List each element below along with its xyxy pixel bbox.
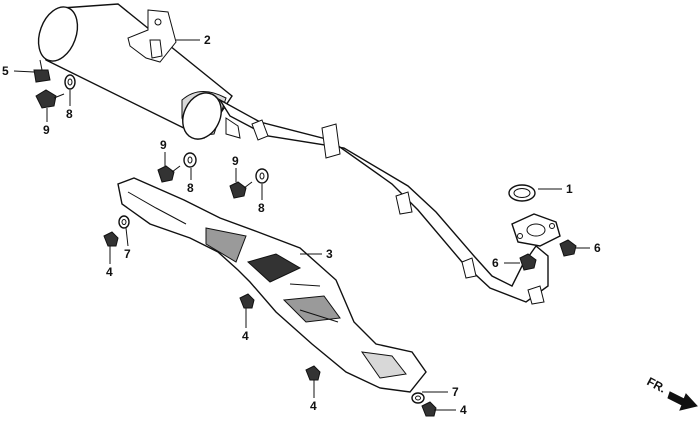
callout-4-left: 4 (106, 265, 113, 279)
callout-9-right: 9 (232, 154, 239, 168)
washer-8-muffler-icon (64, 74, 76, 90)
bolt-9-muffler-icon (35, 89, 65, 109)
callout-8-left: 8 (187, 181, 194, 195)
direction-label: FR. (645, 374, 669, 395)
bolt-9-right-icon (229, 181, 253, 199)
heat-protector (117, 177, 427, 393)
nut-6-right-icon (559, 239, 577, 257)
washer-7-left-icon (118, 215, 130, 229)
bolt-5-icon (33, 59, 51, 83)
callouts: 1 2 3 5 9 8 9 8 9 8 4 7 4 4 7 4 6 6 (2, 33, 601, 417)
callout-8-muffler: 8 (66, 107, 73, 121)
bolt-4-bottom-right-icon (421, 401, 437, 417)
front-arrow-icon (667, 391, 698, 411)
exhaust-pipe (217, 98, 561, 305)
leader-lines (13, 39, 590, 411)
bolt-4-bottom-icon (305, 365, 321, 381)
callout-3: 3 (326, 247, 333, 261)
callout-9-muffler: 9 (43, 123, 50, 137)
callout-9-left: 9 (160, 138, 167, 152)
callout-4-middle: 4 (242, 329, 249, 343)
callout-7-bottom: 7 (452, 385, 459, 399)
washer-8-left-icon (183, 152, 197, 168)
bolt-4-left-icon (103, 231, 119, 247)
bolt-4-middle-icon (239, 293, 255, 309)
callout-2: 2 (204, 33, 211, 47)
washer-8-right-icon (255, 168, 269, 184)
callout-6-left: 6 (492, 256, 499, 270)
nut-6-left-icon (519, 253, 537, 271)
muffler (37, 3, 233, 140)
callout-8-right: 8 (258, 201, 265, 215)
callout-5: 5 (2, 64, 9, 78)
bolt-9-left-icon (157, 165, 181, 183)
gasket (508, 184, 536, 202)
callout-1: 1 (566, 182, 573, 196)
front-direction-indicator: FR. (645, 374, 698, 411)
washer-7-bottom-icon (411, 392, 425, 404)
callout-7-left: 7 (124, 247, 131, 261)
callout-4-bottom: 4 (310, 399, 317, 413)
callout-4-bottom-right: 4 (460, 403, 467, 417)
callout-6-right: 6 (594, 241, 601, 255)
